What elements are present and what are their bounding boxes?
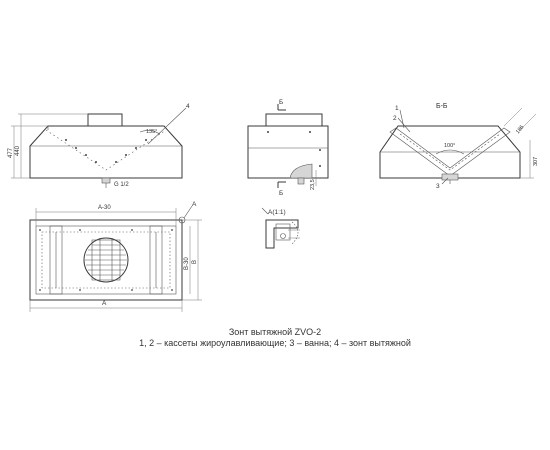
section-view: Б-Б 1 2 3 100° 186 307 bbox=[379, 103, 539, 190]
front-part-4-label: 4 bbox=[186, 103, 190, 110]
front-angle-label: 135° bbox=[146, 129, 157, 135]
section-part-3-label: 3 bbox=[436, 183, 440, 190]
section-title: Б-Б bbox=[436, 103, 448, 110]
plan-dim-bottom: A bbox=[102, 300, 107, 307]
section-part-2-label: 2 bbox=[393, 115, 397, 122]
side-view: Б Б 23,5 bbox=[247, 99, 329, 197]
plan-dim-right-outer: B bbox=[192, 260, 198, 264]
section-dim-width: 186 bbox=[515, 124, 526, 135]
side-drain-pan bbox=[289, 163, 313, 179]
front-filter-v bbox=[45, 129, 167, 171]
front-duct-collar bbox=[87, 113, 123, 127]
detail-title: A(1:1) bbox=[268, 209, 286, 216]
side-dim-small: 23,5 bbox=[310, 179, 316, 190]
side-rivets bbox=[267, 131, 321, 167]
plan-panel-left bbox=[49, 225, 63, 295]
plan-dim-right-inner: B-30 bbox=[184, 257, 190, 270]
plan-rivets bbox=[39, 229, 173, 291]
plan-view-mark: A bbox=[192, 201, 197, 208]
detail-profile bbox=[265, 219, 299, 249]
section-angle-label: 100° bbox=[444, 143, 455, 149]
front-drain-outlet bbox=[101, 177, 111, 184]
front-rivets bbox=[65, 139, 147, 163]
section-filter-cassettes bbox=[389, 127, 511, 177]
front-dim-height-outer: 477 bbox=[8, 147, 14, 158]
plan-view: A-30 A B-30 B A bbox=[29, 201, 202, 312]
side-duct-collar bbox=[265, 113, 323, 127]
side-hood-body bbox=[247, 125, 329, 179]
front-dim-height-inner: 440 bbox=[15, 145, 21, 156]
front-outlet-label: G 1/2 bbox=[114, 182, 129, 188]
caption-legend: 1, 2 – кассеты жироулавливающие; 3 – ван… bbox=[139, 338, 411, 348]
plan-panel-right bbox=[149, 225, 163, 295]
section-dim-height: 307 bbox=[533, 157, 539, 166]
plan-duct-grille bbox=[85, 238, 127, 282]
section-part-1-label: 1 bbox=[395, 105, 399, 112]
caption-title: Зонт вытяжной ZVO-2 bbox=[228, 327, 322, 337]
section-drip-tray bbox=[441, 173, 459, 181]
side-section-mark-bottom: Б bbox=[279, 190, 283, 197]
side-section-mark-top: Б bbox=[279, 99, 283, 106]
plan-dim-top: A-30 bbox=[98, 205, 111, 211]
detail-view: A(1:1) bbox=[261, 207, 300, 249]
front-view: G 1/2 135° 4 477 440 bbox=[8, 103, 190, 188]
